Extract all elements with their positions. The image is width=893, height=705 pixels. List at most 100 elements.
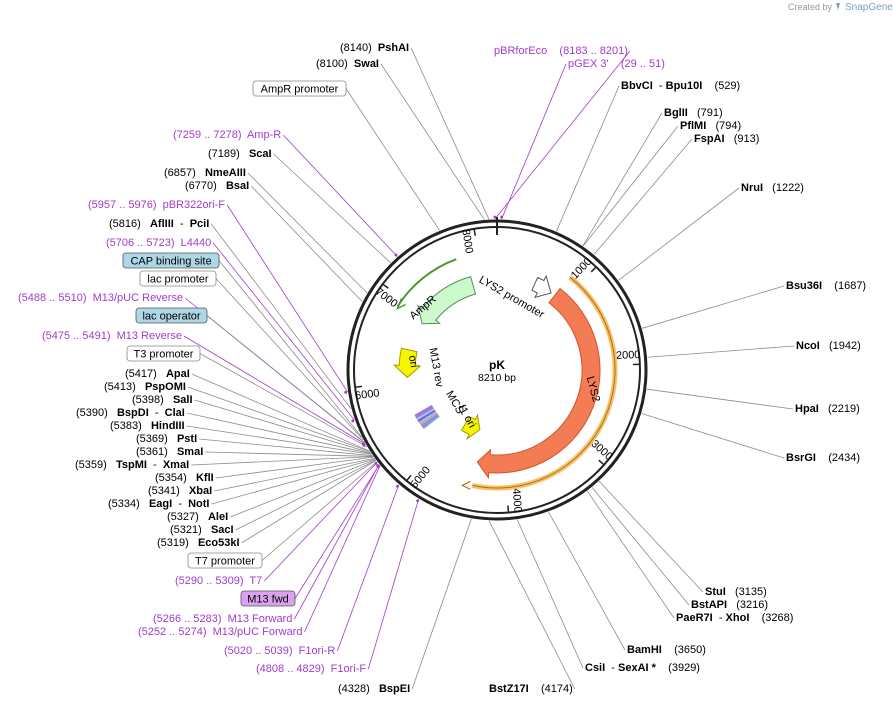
leader-line [336, 484, 400, 652]
site-label-part: (913) [725, 133, 760, 145]
primer-mark [374, 461, 378, 465]
site-label-part: (791) [688, 107, 723, 119]
site-label-part: (1222) [763, 182, 804, 194]
leader-line [211, 458, 376, 505]
leader-line [294, 464, 380, 620]
site-label-part: (5334) [108, 498, 149, 510]
site-label-part: (5327) [167, 511, 208, 523]
site-label-xbai: (5341) XbaI [148, 485, 212, 497]
site-label-part: BamHI [627, 644, 662, 656]
leader-line [241, 460, 377, 544]
leader-line [206, 315, 365, 443]
leader-line [591, 487, 690, 606]
snapgene-credit: Created by SnapGene [788, 2, 893, 13]
lys2-promoter-arrow [531, 274, 552, 299]
site-label-part: (5816) [109, 218, 150, 230]
primer-mark [394, 253, 398, 257]
mcs-stripe [414, 404, 434, 419]
site-label-ncoi: NcoI (1942) [796, 340, 861, 352]
leader-line [380, 63, 485, 220]
site-label-scai: (7189) ScaI [208, 148, 272, 160]
site-label-part: (529) [702, 80, 740, 92]
site-label-l4440: (5706 .. 5723) L4440 [106, 237, 211, 249]
site-label-part: ScaI [249, 148, 272, 160]
site-label-part: (6770) [185, 180, 226, 192]
feature-box-frame [122, 252, 220, 269]
leader-line [218, 260, 363, 438]
primer-mark [344, 390, 348, 394]
site-label-bspei: (4328) BspEI [338, 683, 410, 695]
feature-box-t7prom: T7 promoter [187, 552, 263, 569]
site-label-bsai: (6770) BsaI [185, 180, 249, 192]
site-label-part: - [174, 218, 190, 230]
scale-tick-label: 2000 [616, 349, 641, 362]
ori-arrow [392, 347, 422, 379]
site-label-m13pucf: (5252 .. 5274) M13/pUC Forward [138, 626, 302, 638]
scale-tick [590, 266, 597, 273]
mcs-block [414, 404, 440, 429]
feature-box-label: CAP binding site [130, 255, 211, 267]
leader-line [191, 373, 370, 452]
f1-ori-arrow [460, 413, 481, 441]
site-label-smai: (5361) SmaI [136, 446, 203, 458]
site-label-part: (5417) [125, 368, 166, 380]
site-label-part: (5706 .. 5723) L4440 [106, 237, 211, 249]
feature-box-frame [187, 552, 263, 569]
site-label-part: pGEX 3' (29 .. 51) [568, 58, 665, 70]
site-label-tspmi: (5359) TspMI - XmaI [75, 459, 189, 471]
scale-tick [382, 283, 389, 289]
site-label-part: (5413) [104, 381, 145, 393]
scale-tick [507, 505, 510, 513]
site-label-part: (2434) [816, 452, 860, 464]
ampr-arrow [417, 276, 477, 325]
site-label-part: PaeR7I [676, 612, 713, 624]
leader-line [194, 399, 371, 454]
site-label-kfli: (5354) KflI [155, 472, 214, 484]
leader-line [593, 138, 693, 255]
site-label-part: (3216) [727, 599, 768, 611]
feature-box-frame [126, 345, 201, 362]
feature-label-m13-rev: M13 rev [427, 347, 446, 389]
leader-line [282, 134, 398, 257]
site-label-part: PciI [190, 218, 210, 230]
scale-tick [405, 474, 412, 482]
site-label-part: (5488 .. 5510) M13/pUC Reverse [18, 292, 183, 304]
site-label-part: (1942) [820, 340, 861, 352]
site-label-csii: CsiI - SexAI * (3929) [585, 662, 700, 674]
feature-label-ori: ori [406, 354, 420, 368]
leader-line [582, 125, 679, 247]
feature-box-m13fwd: M13 fwd [240, 590, 296, 607]
leader-line [556, 85, 620, 232]
site-label-part: NmeAIII [205, 167, 246, 179]
site-label-bstapi: BstAPI (3216) [691, 599, 768, 611]
primer-mark [351, 419, 355, 423]
site-label-part: (5354) [155, 472, 196, 484]
site-label-part: Eco53kI [198, 537, 240, 549]
feature-box-frame [135, 307, 208, 324]
feature-box-frame [139, 270, 217, 287]
site-label-part: BbvCI [621, 80, 653, 92]
primer-mark [416, 499, 419, 503]
site-label-part: ApaI [166, 368, 190, 380]
site-label-part: (7259 .. 7278) Amp-R [173, 129, 281, 141]
leader-line [210, 223, 352, 410]
site-label-m13rev: (5475 .. 5491) M13 Reverse [42, 330, 182, 342]
site-label-part: (4328) [338, 683, 379, 695]
site-label-part: AflIII [150, 218, 174, 230]
feature-box-label: lac operator [142, 310, 200, 322]
site-label-swa: (8100) SwaI [316, 58, 379, 70]
site-label-part: (5361) [136, 446, 177, 458]
site-label-part: (5383) [110, 420, 151, 432]
leader-line [191, 456, 374, 466]
site-label-f1orir: (5020 .. 5039) F1ori-R [224, 645, 335, 657]
site-label-part: (5957 .. 5976) pBR322ori-F [88, 199, 225, 211]
scale-tick-label: 8000 [459, 228, 475, 254]
site-label-part: - [172, 498, 188, 510]
ampr-orf-arrowhead [396, 298, 406, 311]
site-label-part: (794) [706, 120, 741, 132]
site-label-part: BglII [664, 107, 688, 119]
scale-tick [354, 385, 363, 388]
site-label-part: HindIII [151, 420, 185, 432]
leader-line [186, 425, 372, 455]
